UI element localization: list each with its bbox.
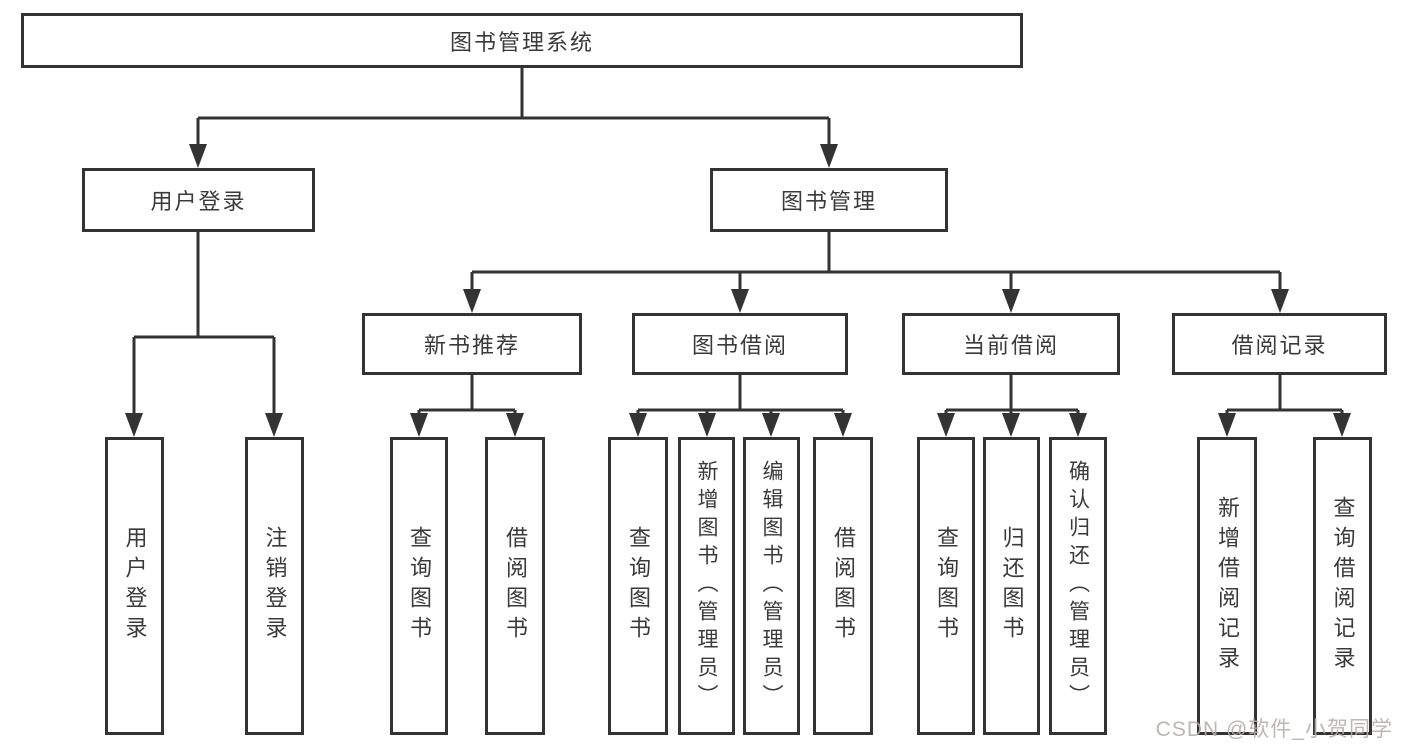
leaf-current-return-book-label: 归还图书 bbox=[999, 526, 1025, 646]
node-borrow-records-label: 借阅记录 bbox=[1231, 333, 1328, 358]
arrow-down-icon bbox=[506, 413, 524, 437]
arrow-down-icon bbox=[1218, 413, 1236, 437]
leaf-borrow-query-book-label: 查询图书 bbox=[626, 526, 651, 646]
leaf-borrow-edit-book-admin-label: 编辑图书（管理员） bbox=[760, 460, 783, 712]
node-new-book-recommend: 新书推荐 bbox=[362, 313, 582, 375]
node-book-management-label: 图书管理 bbox=[780, 189, 877, 214]
arrow-down-icon bbox=[834, 413, 852, 437]
node-root: 图书管理系统 bbox=[21, 13, 1023, 68]
leaf-current-confirm-return-admin-label: 确认归还（管理员） bbox=[1066, 460, 1090, 712]
leaf-borrow-add-book-admin: 新增图书（管理员） bbox=[678, 437, 735, 735]
leaf-records-query-record-label: 查询借阅记录 bbox=[1330, 496, 1356, 676]
arrow-down-icon bbox=[1002, 413, 1020, 437]
leaf-current-confirm-return-admin: 确认归还（管理员） bbox=[1049, 437, 1107, 735]
node-root-label: 图书管理系统 bbox=[449, 29, 594, 55]
arrow-down-icon bbox=[698, 413, 716, 437]
node-current-borrow: 当前借阅 bbox=[902, 313, 1120, 375]
leaf-current-query-book: 查询图书 bbox=[917, 437, 975, 735]
leaf-records-add-record-label: 新增借阅记录 bbox=[1215, 496, 1240, 676]
node-borrow-records: 借阅记录 bbox=[1172, 313, 1387, 375]
arrow-down-icon bbox=[629, 413, 647, 437]
leaf-records-query-record: 查询借阅记录 bbox=[1313, 437, 1372, 735]
arrow-down-icon bbox=[1002, 289, 1020, 313]
arrowheads bbox=[125, 144, 1351, 437]
leaf-recommend-query-book-label: 查询图书 bbox=[407, 526, 432, 646]
arrow-down-icon bbox=[762, 413, 780, 437]
arrow-down-icon bbox=[189, 144, 207, 168]
arrow-down-icon bbox=[410, 413, 428, 437]
leaf-recommend-borrow-book-label: 借阅图书 bbox=[503, 526, 528, 646]
arrow-down-icon bbox=[1271, 289, 1289, 313]
arrow-down-icon bbox=[463, 289, 481, 313]
arrow-down-icon bbox=[1069, 413, 1087, 437]
node-book-borrow-label: 图书借阅 bbox=[691, 333, 788, 358]
arrow-down-icon bbox=[820, 144, 838, 168]
leaf-logout-label: 注销登录 bbox=[262, 526, 288, 646]
node-user-login-label: 用户登录 bbox=[150, 189, 247, 214]
leaf-borrow-borrow-book-label: 借阅图书 bbox=[831, 526, 856, 646]
leaf-current-return-book: 归还图书 bbox=[983, 437, 1040, 735]
leaf-borrow-edit-book-admin: 编辑图书（管理员） bbox=[743, 437, 800, 735]
leaf-current-query-book-label: 查询图书 bbox=[934, 526, 959, 646]
leaf-recommend-query-book: 查询图书 bbox=[390, 437, 448, 735]
leaf-borrow-query-book: 查询图书 bbox=[608, 437, 668, 735]
leaf-user-login: 用户登录 bbox=[105, 437, 164, 735]
arrow-down-icon bbox=[125, 413, 143, 437]
node-new-book-recommend-label: 新书推荐 bbox=[423, 333, 520, 358]
leaf-borrow-borrow-book: 借阅图书 bbox=[813, 437, 873, 735]
leaf-logout: 注销登录 bbox=[245, 437, 304, 735]
leaf-user-login-label: 用户登录 bbox=[122, 526, 148, 646]
leaf-records-add-record: 新增借阅记录 bbox=[1197, 437, 1257, 735]
leaf-borrow-add-book-admin-label: 新增图书（管理员） bbox=[695, 460, 718, 712]
node-user-login: 用户登录 bbox=[82, 168, 315, 232]
arrow-down-icon bbox=[937, 413, 955, 437]
node-current-borrow-label: 当前借阅 bbox=[962, 333, 1059, 358]
arrow-down-icon bbox=[731, 289, 749, 313]
arrow-down-icon bbox=[1333, 413, 1351, 437]
node-book-borrow: 图书借阅 bbox=[632, 313, 848, 375]
node-book-management: 图书管理 bbox=[710, 168, 948, 232]
watermark: CSDN @软件_小贺同学 bbox=[1155, 718, 1393, 741]
arrow-down-icon bbox=[265, 413, 283, 437]
leaf-recommend-borrow-book: 借阅图书 bbox=[485, 437, 545, 735]
